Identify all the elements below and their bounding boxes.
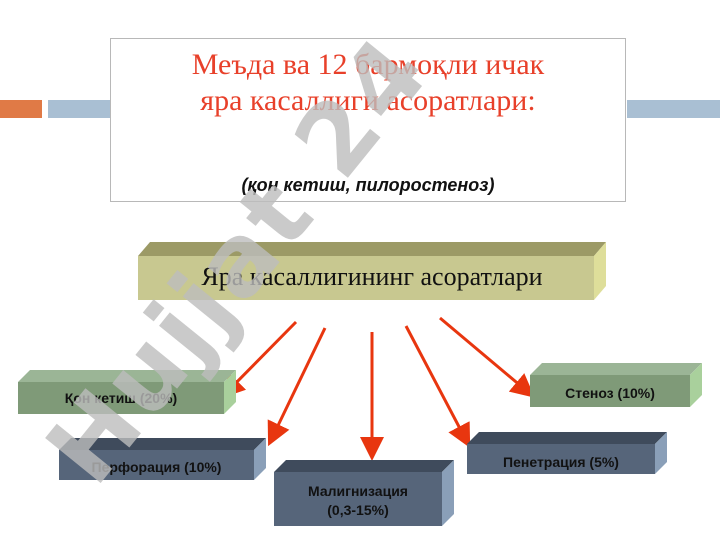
arrow-to-perforation [267, 327, 327, 447]
arrow-to-penetration [404, 325, 471, 448]
arrow-to-stenosis [439, 316, 535, 398]
arrow-to-bleeding [220, 320, 298, 399]
central-box: Яра касаллигининг асоратлари [138, 242, 606, 302]
title-box: Меъда ва 12 бармоқли ичак яра касаллиги … [110, 38, 626, 202]
bleeding-box: Қон кетиш (20%) [18, 370, 236, 414]
penetration-label: Пенетрация (5%) [503, 454, 619, 470]
stenosis-box: Стеноз (10%) [530, 363, 702, 407]
perforation-box: Перфорация (10%) [59, 438, 266, 480]
malignization-label: Малигнизация (0,3-15%) [308, 483, 408, 518]
penetration-box: Пенетрация (5%) [467, 432, 667, 474]
accent-bar-blue-left [48, 100, 110, 118]
bleeding-label: Қон кетиш (20%) [64, 390, 178, 406]
accent-bar-blue-right [627, 100, 720, 118]
malignization-box: Малигнизация (0,3-15%) [274, 460, 454, 526]
perforation-label: Перфорация (10%) [91, 459, 222, 475]
slide-title: Меъда ва 12 бармоқли ичак яра касаллиги … [191, 48, 545, 117]
slide-subtitle: (қон кетиш, пилоростеноз) [241, 175, 495, 195]
accent-bar-orange [0, 100, 42, 118]
central-box-label: Яра касаллигининг асоратлари [201, 262, 543, 291]
stenosis-label: Стеноз (10%) [565, 385, 655, 401]
